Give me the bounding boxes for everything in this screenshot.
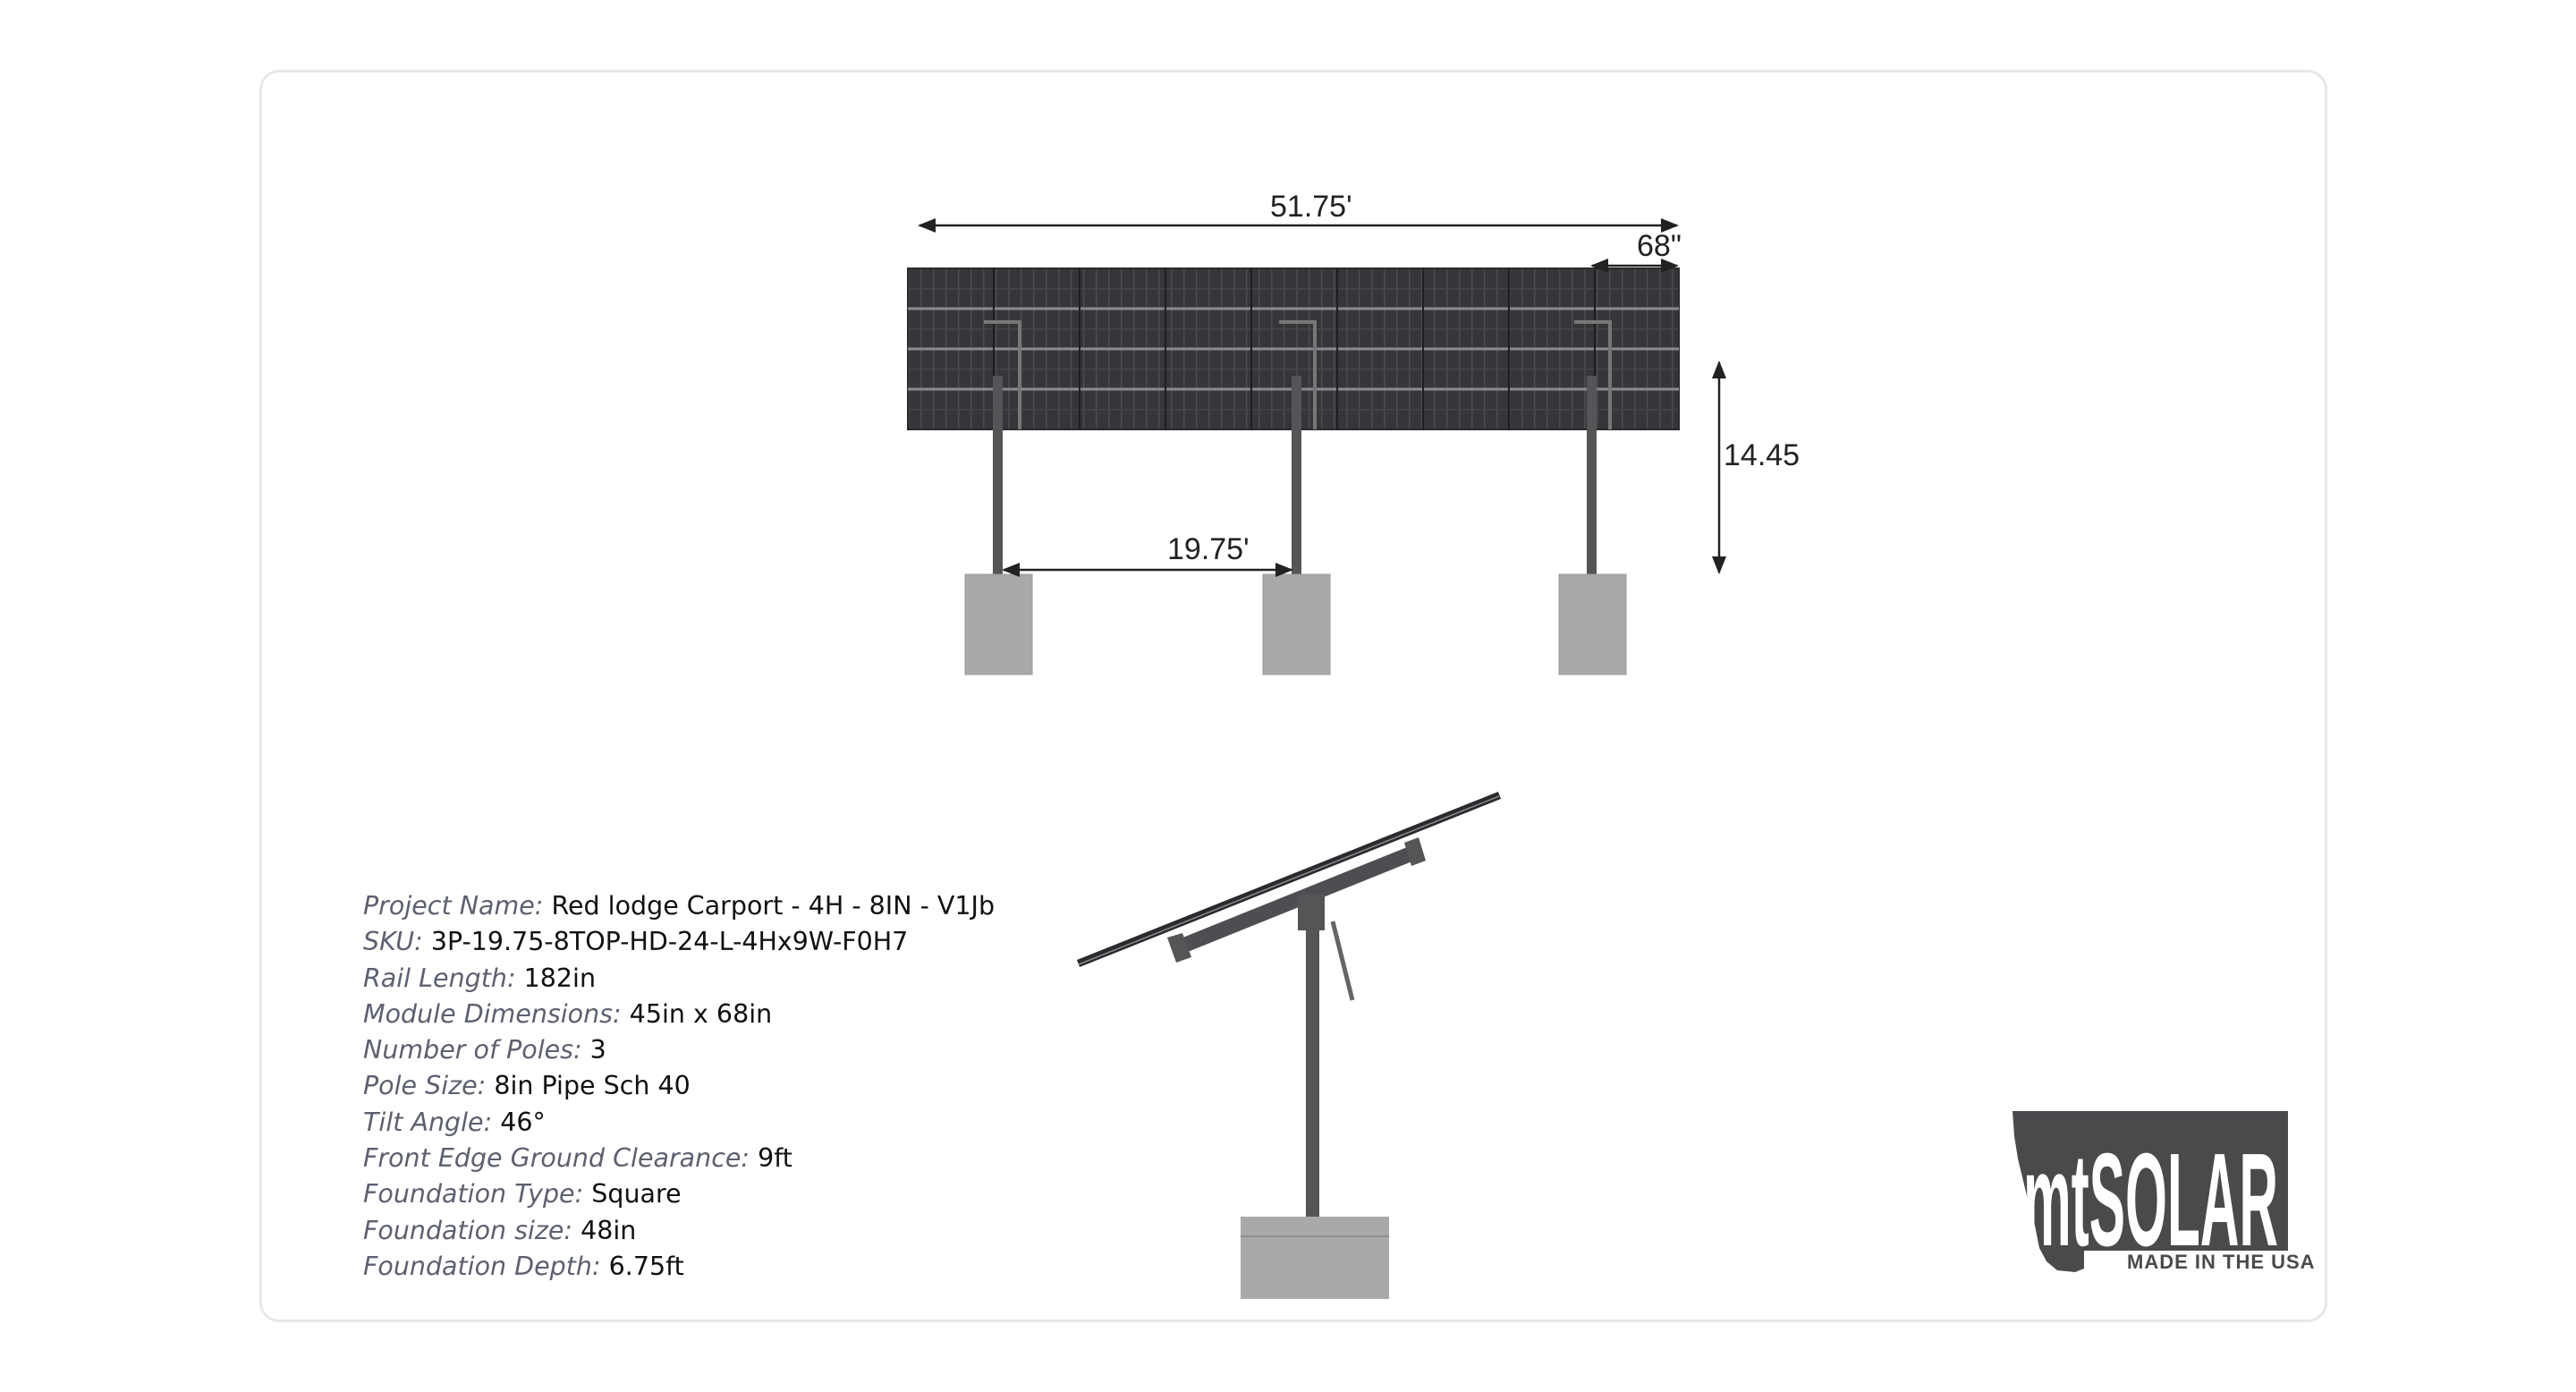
total-width-label: 51.75' [1270, 190, 1352, 224]
spec-label: Project Name: [363, 891, 544, 921]
pole-spacing-label: 19.75' [1167, 532, 1250, 566]
mtsolar-logo: mtSOLAR MADE IN THE USA [2012, 1111, 2316, 1274]
spec-foundation-type: Foundation Type: Square [363, 1176, 1258, 1212]
side-view-structure [1077, 792, 1501, 1299]
spec-value: Red lodge Carport - 4H - 8IN - V1Jb [551, 891, 996, 921]
spec-label: Pole Size: [363, 1071, 487, 1101]
logo-brand-text: mtSOLAR [2023, 1126, 2278, 1274]
spec-ground-clearance: Front Edge Ground Clearance: 9ft [363, 1141, 1258, 1176]
spec-rail-length: Rail Length: 182in [363, 961, 1258, 997]
spec-value: 46° [500, 1107, 546, 1137]
spec-tilt-angle: Tilt Angle: 46° [363, 1105, 1258, 1141]
spec-value: 6.75ft [608, 1251, 684, 1281]
spec-value: 182in [523, 963, 597, 993]
spec-project-name: Project Name: Red lodge Carport - 4H - 8… [363, 888, 1258, 924]
spec-label: Foundation size: [363, 1215, 573, 1245]
spec-label: Module Dimensions: [363, 998, 622, 1029]
spec-module-dimensions: Module Dimensions: 45in x 68in [363, 997, 1258, 1032]
logo-tagline: MADE IN THE USA [2127, 1251, 2316, 1273]
spec-label: Front Edge Ground Clearance: [363, 1143, 750, 1174]
spec-label: Tilt Angle: [363, 1107, 493, 1137]
spec-label: Foundation Type: [363, 1179, 584, 1210]
spec-value: Square [591, 1179, 682, 1210]
spec-value: 9ft [758, 1143, 792, 1174]
spec-value: 3P-19.75-8TOP-HD-24-L-4Hx9W-F0H7 [430, 927, 909, 957]
spec-label: Number of Poles: [363, 1035, 582, 1065]
spec-label: Rail Length: [363, 963, 516, 993]
spec-foundation-size: Foundation size: 48in [363, 1213, 1258, 1249]
poles-front-view [993, 376, 1597, 574]
spec-value: 48in [580, 1215, 637, 1245]
spec-value: 8in Pipe Sch 40 [494, 1071, 691, 1101]
spec-sku: SKU: 3P-19.75-8TOP-HD-24-L-4Hx9W-F0H7 [363, 924, 1258, 960]
spec-foundation-depth: Foundation Depth: 6.75ft [363, 1249, 1258, 1285]
height-label: 14.45 [1724, 438, 1800, 472]
spec-number-of-poles: Number of Poles: 3 [363, 1032, 1258, 1068]
spec-label: SKU: [363, 927, 423, 957]
spec-value: 3 [589, 1035, 606, 1065]
spec-value: 45in x 68in [629, 998, 773, 1029]
panel-width-label: 68" [1637, 229, 1682, 263]
project-specs: Project Name: Red lodge Carport - 4H - 8… [363, 888, 1258, 1285]
spec-pole-size: Pole Size: 8in Pipe Sch 40 [363, 1068, 1258, 1104]
foundations-front-view [964, 573, 1627, 675]
spec-label: Foundation Depth: [363, 1251, 601, 1281]
